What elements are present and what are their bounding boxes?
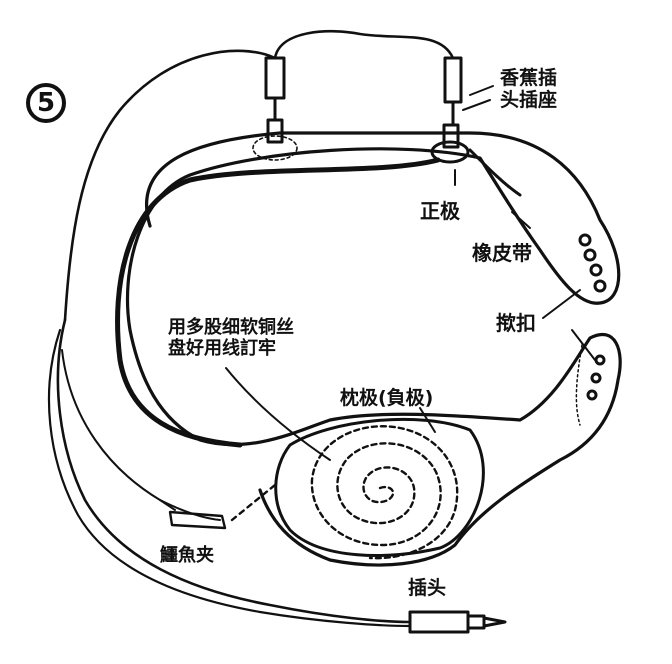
label-positive-electrode: 正极 [420,199,460,223]
top-wire-loop [273,29,455,60]
phone-plug-shape [408,610,507,634]
label-buckle: 揿扣 [496,311,536,335]
spiral-wire [310,425,459,560]
label-alligator-clip: 鱷魚夹 [160,545,214,566]
figure-number: 5 [36,88,56,118]
label-wire-note: 用多股细软铜丝 盘好用线訂牢 [168,317,294,359]
pillow-pad [274,417,485,557]
twisted-lead [56,318,412,624]
label-rubber-band: 橡皮带 [472,241,532,265]
left-socket-ring [252,135,298,161]
alligator-clip-shape [159,499,227,530]
inner-band-edge [115,157,441,448]
label-plug: 插头 [408,577,447,599]
headband-strap [125,131,622,567]
right-banana-plug [443,56,463,104]
label-pillow-electrode: 枕极(負极) [340,387,434,409]
label-banana-plug-socket: 香蕉插 头插座 [500,67,558,111]
positive-socket [430,140,470,164]
left-banana-plug [264,56,286,100]
figure-number-badge: 5 [26,83,66,123]
